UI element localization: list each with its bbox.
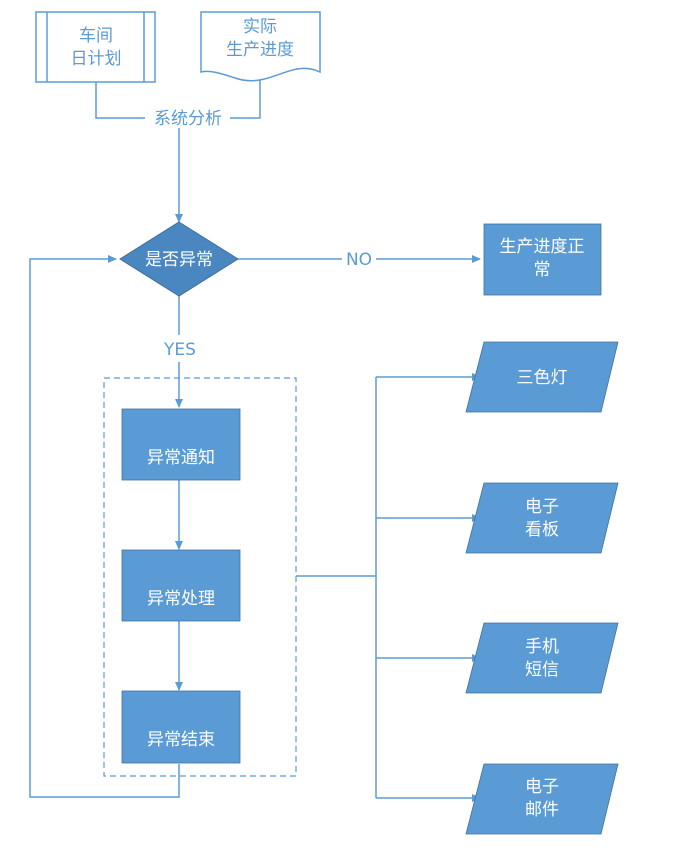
- output-email-line1: 电子: [525, 777, 559, 797]
- actual-progress-line2: 生产进度: [226, 40, 294, 60]
- production-normal-line1: 生产进度正: [500, 237, 585, 257]
- edge-label-yes: YES: [163, 340, 196, 360]
- workshop-plan-line1: 车间: [79, 26, 113, 46]
- edge-plan-to-analysis: [95, 82, 145, 119]
- edge-label-analysis: 系统分析: [154, 109, 222, 129]
- exception-handle-label: 异常处理: [147, 589, 215, 609]
- connectors: [29, 78, 481, 802]
- node-output-email[interactable]: 电子 邮件: [465, 763, 619, 835]
- edge-loop-back: [29, 255, 180, 798]
- node-decision[interactable]: 是否异常: [119, 221, 239, 297]
- node-actual-progress[interactable]: 实际 生产进度: [200, 11, 321, 82]
- actual-progress-line1: 实际: [243, 17, 277, 37]
- node-exception-notify[interactable]: 异常通知: [121, 408, 241, 481]
- node-exception-finish[interactable]: 异常结束: [121, 690, 241, 764]
- workshop-plan-line2: 日计划: [71, 49, 122, 69]
- node-workshop-plan[interactable]: 车间 日计划: [35, 11, 156, 83]
- output-light-label: 三色灯: [517, 368, 568, 388]
- node-exception-handle[interactable]: 异常处理: [121, 549, 241, 622]
- edge-progress-to-analysis: [230, 78, 261, 119]
- exception-group-frame: [103, 377, 297, 777]
- node-output-three-color-light[interactable]: 三色灯: [465, 341, 619, 413]
- node-output-sms[interactable]: 手机 短信: [465, 622, 619, 694]
- exception-finish-label: 异常结束: [147, 730, 215, 750]
- output-email-line2: 邮件: [525, 800, 559, 820]
- production-normal-line2: 常: [534, 260, 551, 280]
- decision-label: 是否异常: [145, 250, 213, 270]
- edge-label-no: NO: [346, 250, 372, 270]
- output-board-line1: 电子: [525, 497, 559, 517]
- output-sms-line2: 短信: [525, 660, 559, 680]
- exception-notify-label: 异常通知: [147, 448, 215, 468]
- output-board-line2: 看板: [525, 520, 559, 540]
- output-sms-line1: 手机: [525, 637, 559, 657]
- node-output-e-board[interactable]: 电子 看板: [465, 482, 619, 554]
- node-production-normal[interactable]: 生产进度正 常: [483, 223, 602, 296]
